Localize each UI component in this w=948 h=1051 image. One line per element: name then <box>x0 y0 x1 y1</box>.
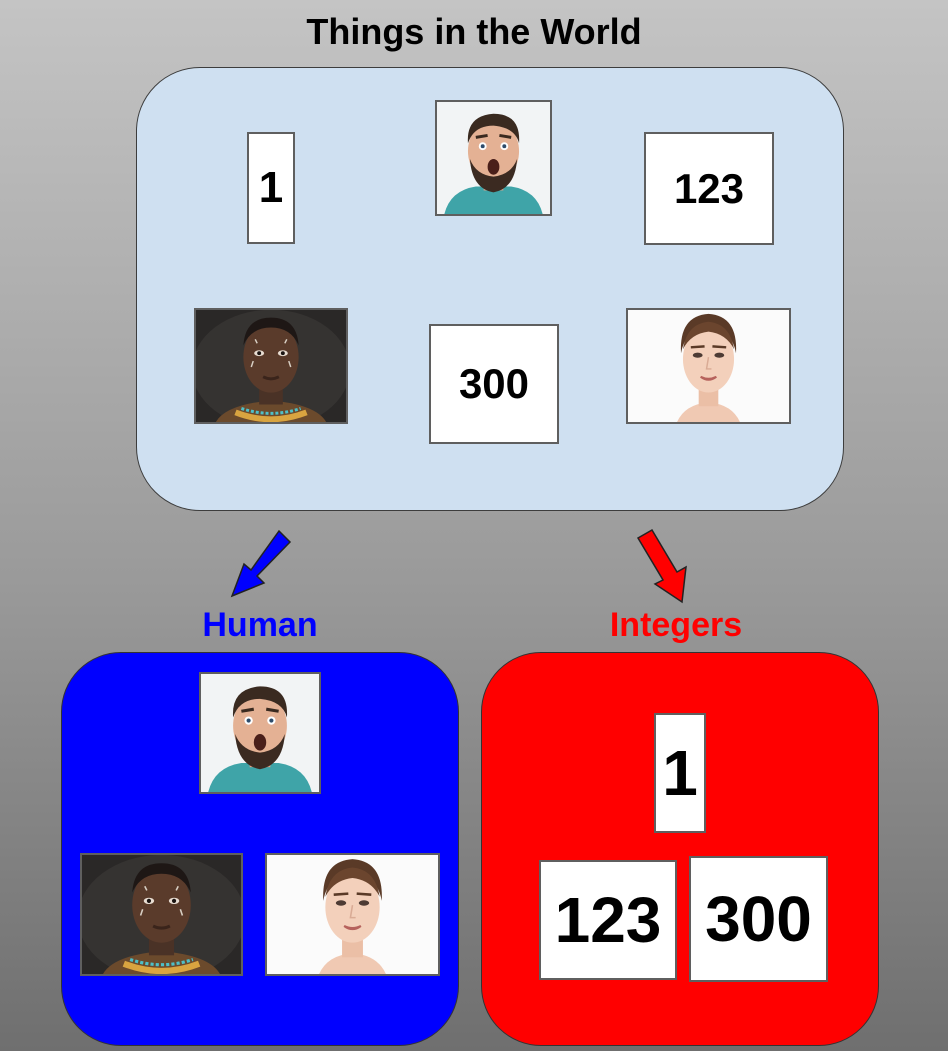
surprised-man-photo <box>199 672 321 794</box>
diagram-title: Things in the World <box>306 11 642 52</box>
integer-card: 123 <box>539 860 677 980</box>
surprised-man-photo <box>435 100 552 216</box>
woman-portrait-photo <box>265 853 440 976</box>
integers-arrow <box>636 528 687 604</box>
woman-portrait-photo <box>626 308 791 424</box>
world-integer-card: 123 <box>644 132 774 245</box>
integers-label: Integers <box>609 606 743 644</box>
integer-card: 1 <box>654 713 706 833</box>
integers-set-box <box>481 652 879 1046</box>
integer-card: 300 <box>689 856 828 982</box>
tribal-man-photo <box>80 853 243 976</box>
human-arrow <box>230 529 292 598</box>
world-integer-card: 1 <box>247 132 295 244</box>
human-label: Human <box>202 606 318 644</box>
world-integer-card: 300 <box>429 324 559 444</box>
tribal-man-photo <box>194 308 348 424</box>
